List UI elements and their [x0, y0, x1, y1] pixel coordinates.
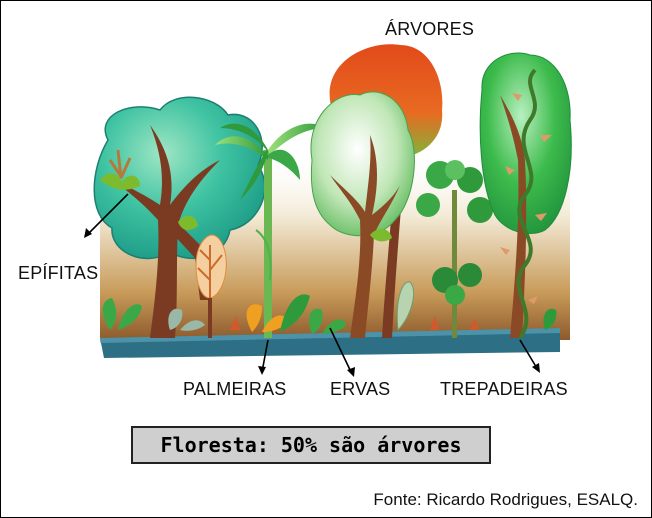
label-ervas: ERVAS — [330, 379, 391, 399]
caption-box: Floresta: 50% são árvores — [131, 426, 491, 464]
label-arvores: ÁRVORES — [385, 19, 475, 39]
arrow-heads — [84, 228, 540, 377]
caption-text: Floresta: 50% são árvores — [160, 433, 462, 457]
arrow-epifitas — [85, 193, 129, 237]
tree-green-vine — [479, 52, 572, 340]
source-credit: Fonte: Ricardo Rodrigues, ESALQ. — [373, 490, 638, 509]
label-epifitas: EPÍFITAS — [18, 263, 99, 283]
label-palmeiras: PALMEIRAS — [183, 379, 287, 399]
herbs — [102, 228, 557, 334]
tree-pale-green — [310, 91, 415, 338]
arrow-trepadeiras — [519, 339, 539, 371]
arrow-ervas — [329, 327, 353, 375]
palm-tree — [215, 123, 325, 338]
epiphyte-plant — [100, 149, 198, 231]
tree-leafy-clusters — [416, 160, 493, 338]
small-tree-orange — [195, 234, 227, 338]
label-trepadeiras: TREPADEIRAS — [440, 379, 568, 399]
